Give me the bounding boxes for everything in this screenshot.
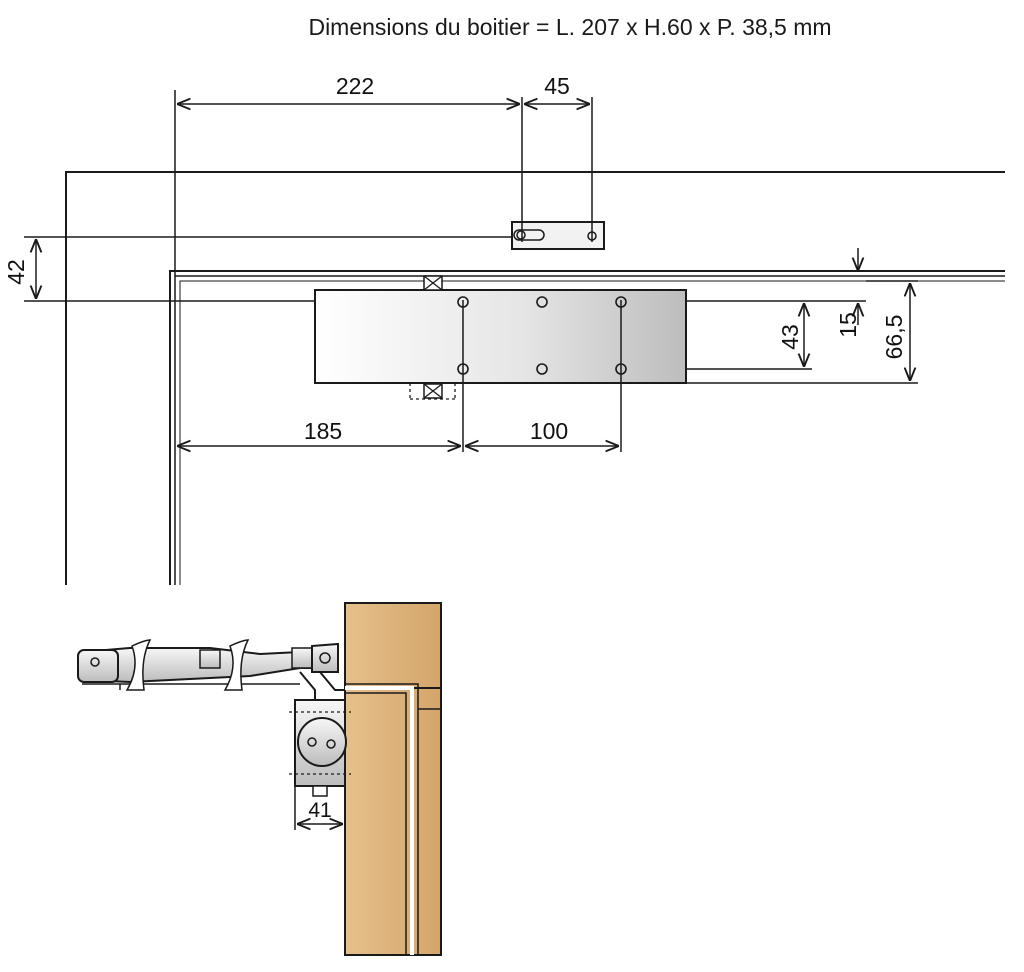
- arm-shoe-bracket: [511, 221, 605, 250]
- dim-label-222: 222: [336, 73, 374, 99]
- dim-label-66-5: 66,5: [881, 315, 907, 360]
- dim-label-185: 185: [304, 418, 342, 444]
- closer-arm: [77, 639, 345, 705]
- closer-body: [314, 275, 687, 400]
- dim-label-45: 45: [544, 73, 570, 99]
- dim-label-43: 43: [777, 324, 803, 350]
- dim-label-42: 42: [3, 259, 29, 285]
- drawing-title: Dimensions du boitier = L. 207 x H.60 x …: [308, 14, 832, 40]
- dimension-lines: [24, 90, 918, 452]
- door-frame-wood: [344, 602, 442, 956]
- closer-body-side: [289, 699, 351, 830]
- dim-label-100: 100: [530, 418, 568, 444]
- dim-label-15: 15: [835, 312, 861, 338]
- dim-label-41: 41: [308, 799, 331, 822]
